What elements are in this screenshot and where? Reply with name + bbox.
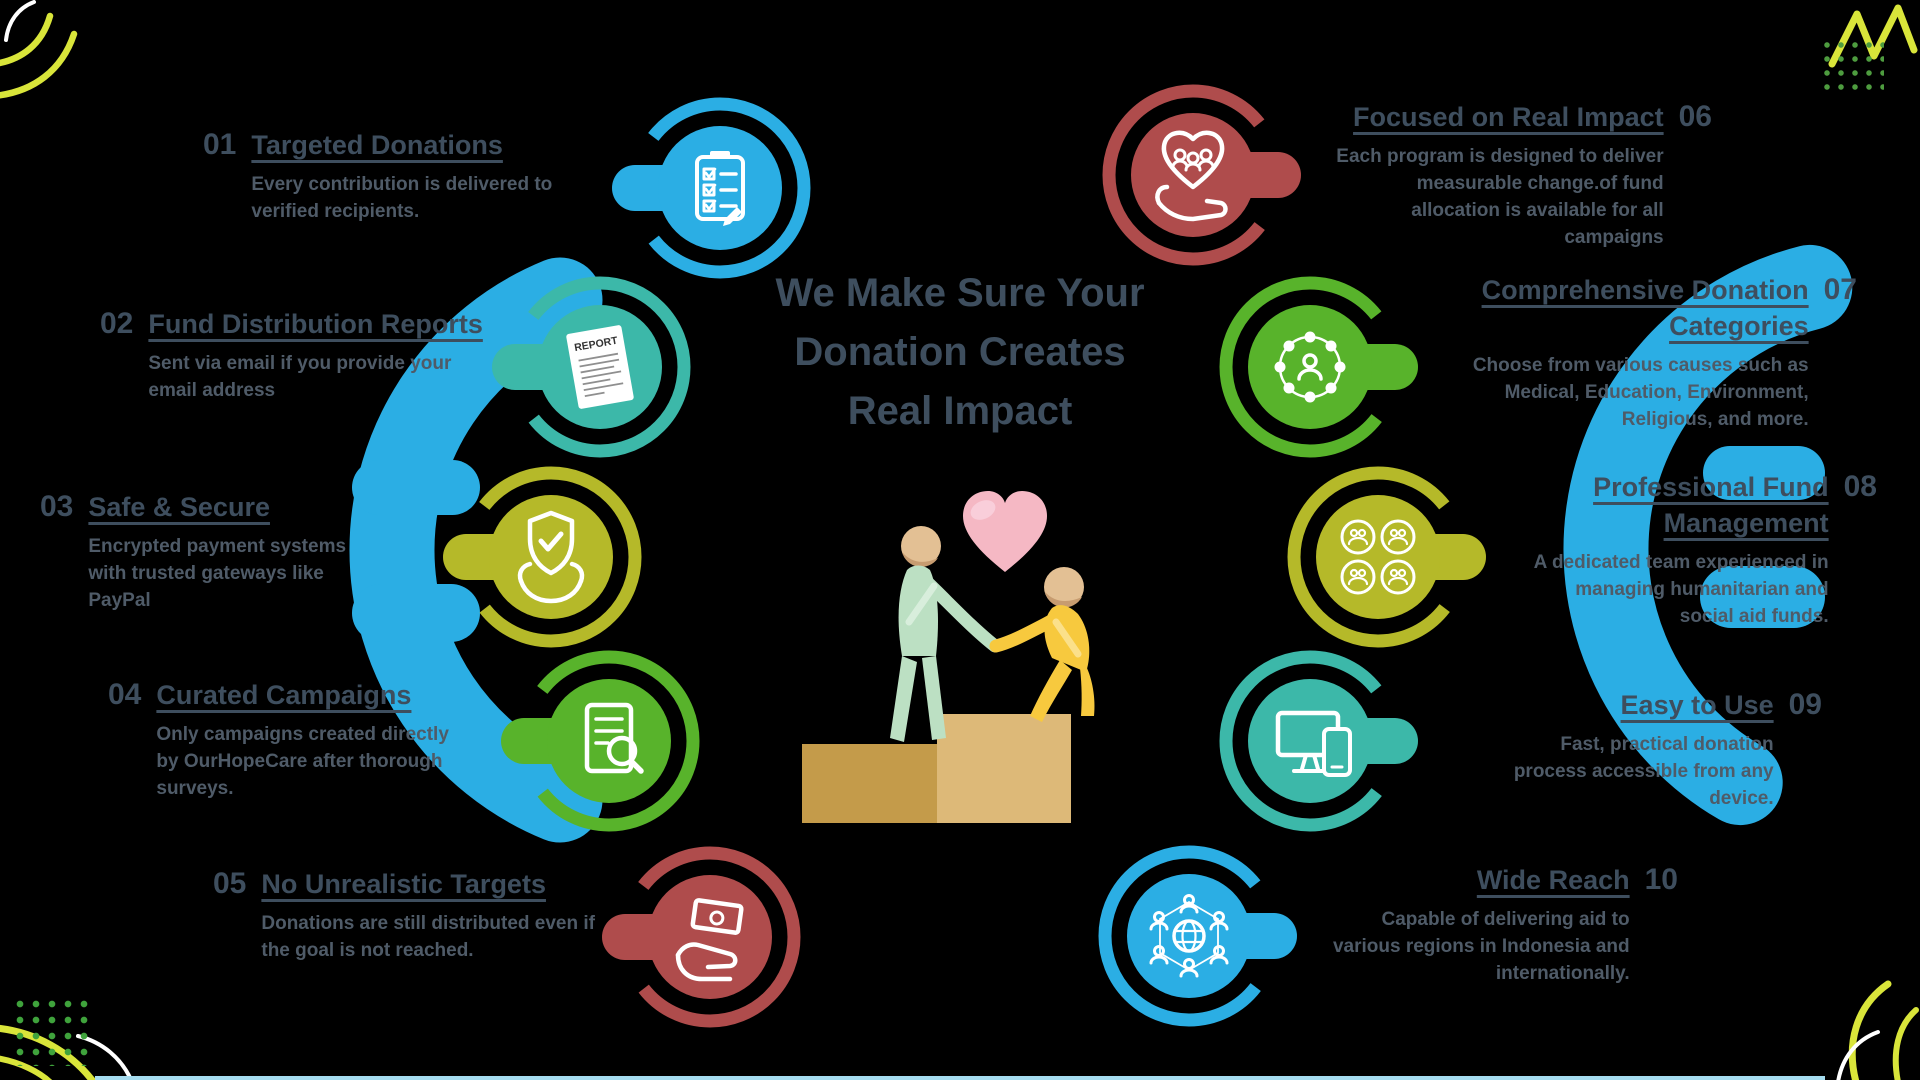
dot-grid-bottom-left <box>12 996 92 1066</box>
bottom-edge-line <box>95 1076 1825 1080</box>
item-number: 03 <box>40 490 74 523</box>
item-title: Targeted Donations <box>251 130 503 160</box>
item-body: Fast, practical donation process accessi… <box>1513 734 1774 809</box>
item-body: Sent via email if you provide your email… <box>148 353 452 401</box>
item-title: Curated Campaigns <box>156 680 412 710</box>
feature-item-02: 02 Fund Distribution Reports Sent via em… <box>100 306 483 404</box>
center-illustration <box>802 491 1095 823</box>
people-network-icon <box>1219 276 1418 458</box>
title-line: Real Impact <box>847 389 1073 433</box>
document-magnifier-icon <box>501 650 700 832</box>
item-number: 01 <box>203 128 237 161</box>
team-groups-icon <box>1287 466 1486 648</box>
item-body: Donations are still distributed even if … <box>261 913 595 961</box>
item-number: 02 <box>100 307 134 340</box>
feature-item-09: Easy to Use Fast, practical donation pro… <box>1484 687 1822 812</box>
dot-grid-top-right <box>1820 38 1884 98</box>
feature-item-03: 03 Safe & Secure Encrypted payment syste… <box>40 489 368 614</box>
item-title: Professional Fund Management <box>1593 472 1829 538</box>
report-document-icon: REPORT <box>492 276 691 458</box>
item-body: Each program is designed to deliver meas… <box>1336 146 1664 248</box>
item-body: Every contribution is delivered to verif… <box>251 174 553 222</box>
item-number: 05 <box>213 867 247 900</box>
hands-holding-shield-check-icon <box>443 466 642 648</box>
right-pill-decoration <box>1703 446 1825 500</box>
helper-figure <box>890 526 1002 742</box>
checklist-clipboard-icon <box>612 97 811 279</box>
globe-people-icon <box>1098 845 1297 1027</box>
item-body: Only campaigns created directly by OurHo… <box>156 724 449 799</box>
item-body: Encrypted payment systems with trusted g… <box>88 536 347 611</box>
left-pill-decoration <box>352 584 480 642</box>
item-title: Wide Reach <box>1476 865 1630 895</box>
feature-item-05: 05 No Unrealistic Targets Donations are … <box>213 866 599 964</box>
item-number: 04 <box>108 678 142 711</box>
feature-item-01: 01 Targeted Donations Every contribution… <box>203 127 581 225</box>
podium-step-low <box>802 744 937 823</box>
feature-item-04: 04 Curated Campaigns Only campaigns crea… <box>108 677 466 802</box>
item-title: Easy to Use <box>1620 690 1774 720</box>
pink-heart-icon <box>963 491 1047 572</box>
item-body: A dedicated team experienced in managing… <box>1533 552 1829 627</box>
feature-item-10: Wide Reach Capable of delivering aid to … <box>1332 862 1678 987</box>
hand-holding-heart-people-icon <box>1102 84 1301 266</box>
item-number: 07 <box>1823 273 1857 306</box>
feature-item-07: Comprehensive Donation Categories Choose… <box>1449 272 1857 433</box>
hand-giving-money-icon <box>602 846 801 1028</box>
item-title: Safe & Secure <box>88 492 270 522</box>
feature-item-06: Focused on Real Impact Each program is d… <box>1324 99 1712 251</box>
item-body: Capable of delivering aid to various reg… <box>1332 909 1630 984</box>
feature-item-08: Professional Fund Management A dedicated… <box>1529 469 1877 630</box>
item-title: No Unrealistic Targets <box>261 869 546 899</box>
podium-step-high <box>937 714 1071 823</box>
receiver-figure <box>989 567 1095 722</box>
page-title: We Make Sure Your Donation Creates Real … <box>700 264 1220 441</box>
item-number: 06 <box>1678 100 1712 133</box>
title-line: Donation Creates <box>794 330 1126 374</box>
devices-monitor-phone-icon <box>1219 650 1418 832</box>
left-bracket-decoration <box>349 257 603 843</box>
item-number: 08 <box>1843 470 1877 503</box>
item-title: Focused on Real Impact <box>1353 102 1664 132</box>
item-title: Comprehensive Donation Categories <box>1481 275 1809 341</box>
heart-highlight <box>970 500 996 520</box>
left-pill-decoration <box>352 460 480 515</box>
right-pill-decoration <box>1700 566 1825 628</box>
item-number: 10 <box>1644 863 1678 896</box>
item-body: Choose from various causes such as Medic… <box>1472 355 1809 430</box>
right-bracket-decoration <box>1563 244 1853 826</box>
item-number: 09 <box>1788 688 1822 721</box>
title-line: We Make Sure Your <box>775 271 1145 315</box>
item-title: Fund Distribution Reports <box>148 309 483 339</box>
